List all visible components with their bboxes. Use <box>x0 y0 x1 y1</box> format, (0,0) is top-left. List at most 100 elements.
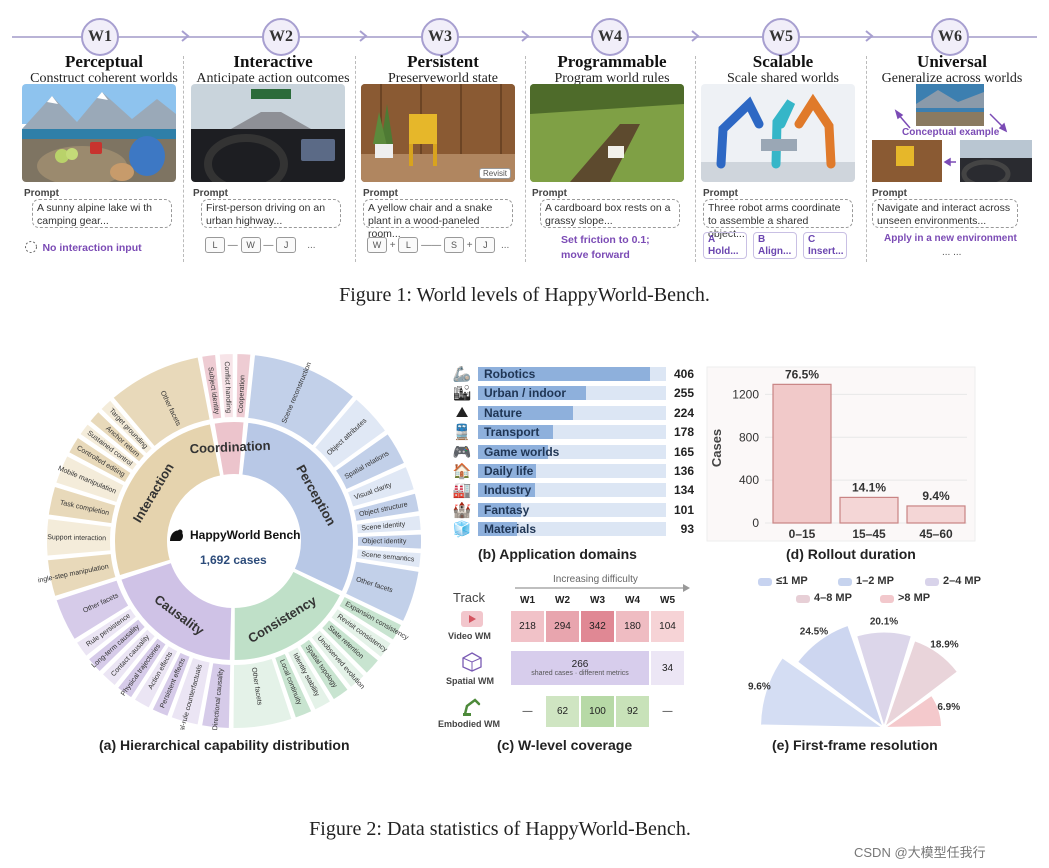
legend-label: 4–8 MP <box>814 592 852 604</box>
domain-icon: 🏰 <box>452 501 472 519</box>
key-l: L <box>205 237 225 253</box>
y-tick-label: 0 <box>752 516 759 530</box>
domain-bar-track: Fantasy <box>478 502 666 517</box>
panel-a-label: (a) Hierarchical capability distribution <box>99 737 350 753</box>
level-subtitle: Preserveworld state <box>387 71 499 86</box>
column-header: W3 <box>590 594 605 606</box>
facet-arc <box>319 617 381 676</box>
key-j: J <box>475 237 496 253</box>
facet-arc <box>45 516 114 558</box>
embodied-cell: — <box>522 706 533 717</box>
panel-b-label: (b) Application domains <box>478 546 637 562</box>
option-text: Align... <box>758 246 792 257</box>
facet-arc <box>272 651 314 721</box>
prompt-label: Prompt <box>24 188 59 199</box>
option-c: C Insert... <box>803 232 847 259</box>
domain-icon: 🎮 <box>452 443 472 461</box>
option-text: Hold... <box>708 246 739 257</box>
wedge-label: 18.9% <box>930 640 958 651</box>
facet-arc <box>115 635 169 700</box>
prompt-box: A yellow chair and a snake plant in a wo… <box>363 199 513 240</box>
video-cell: 218 <box>511 611 544 642</box>
key-w: W <box>367 237 387 253</box>
facet-arc <box>66 435 134 485</box>
cube-icon <box>461 652 483 672</box>
facet-label: Cooperation <box>238 375 247 414</box>
facet-arc <box>354 513 423 536</box>
facet-arc <box>312 396 388 471</box>
ellipsis: ... <box>307 240 316 251</box>
facet-arc <box>336 594 404 643</box>
divider <box>525 56 526 262</box>
facet-arc <box>345 464 417 509</box>
bar-percent-label: 76.5% <box>785 367 819 381</box>
facet-arc <box>285 644 333 713</box>
domain-bar-track: Transport <box>478 425 666 440</box>
bar-percent-label: 9.4% <box>922 489 950 503</box>
conceptual-example-label: Conceptual example <box>902 127 1000 138</box>
level-subtitle: Construct coherent worlds <box>30 71 178 86</box>
category-label: Coordination <box>189 438 270 456</box>
domain-name: Robotics <box>484 367 536 381</box>
level-title: Programmable <box>557 52 667 71</box>
facet-arc <box>87 409 147 465</box>
category-arc-perception <box>240 420 355 594</box>
embodied-cell: — <box>662 706 673 717</box>
wedge-label: 20.1% <box>870 617 898 628</box>
facet-arc <box>46 484 118 526</box>
track-header: Track <box>453 590 486 605</box>
key-j: J <box>276 237 297 253</box>
y-tick-label: 1200 <box>732 387 759 401</box>
domain-value: 178 <box>673 425 694 440</box>
key-w: W <box>240 237 261 253</box>
robot-arm-icon <box>461 696 483 716</box>
grassy-slope-photo <box>530 84 684 182</box>
level-timeline-line <box>12 36 1037 38</box>
category-arc-consistency <box>232 569 343 662</box>
facet-arc <box>100 626 158 688</box>
level-card-w5: Scalable Scale shared worlds Prompt Thre… <box>699 52 867 259</box>
prompt-box: Three robot arms coordinate to assemble … <box>703 199 853 240</box>
instruction-line-2: move forward <box>561 249 630 261</box>
legend-swatch <box>880 595 894 603</box>
badge-w6: W6 <box>931 18 969 56</box>
divider <box>866 56 867 262</box>
track-name: Spatial WM <box>446 676 495 686</box>
ellipsis: ... ... <box>942 247 962 258</box>
level-card-w4: Programmable Program world rules Prompt … <box>528 52 696 261</box>
driving-photo <box>191 84 345 182</box>
key-sequence: W + L —— S + J ... <box>367 237 509 253</box>
badge-w1: W1 <box>81 18 119 56</box>
legend-label: >8 MP <box>898 592 931 604</box>
embodied-cell: 100 <box>581 696 614 727</box>
level-subtitle: Program world rules <box>554 71 670 86</box>
resolution-wedge <box>795 623 887 731</box>
domain-name: Industry <box>484 483 532 498</box>
panel-c-label: (c) W-level coverage <box>497 737 633 753</box>
prompt-box: First-person driving on an urban highway… <box>201 199 341 228</box>
robot-arms-photo <box>701 84 855 182</box>
option-key: A <box>708 234 716 245</box>
spatial-w5-cell: 34 <box>651 651 684 685</box>
prompt-box: A cardboard box rests on a grassy slope.… <box>540 199 680 228</box>
category-arc-causality <box>118 560 234 662</box>
facet-arc <box>343 559 421 624</box>
domain-bar-track: Robotics <box>478 367 666 381</box>
resolution-wedge <box>881 638 960 731</box>
embodied-cell: 62 <box>546 696 579 727</box>
dashed-circle-icon <box>25 240 37 253</box>
level-card-w3: Persistent Preserveworld state Revisit P… <box>359 52 527 253</box>
difficulty-label: Increasing difficulty <box>553 574 638 585</box>
facet-arc <box>77 421 140 473</box>
video-cell: 180 <box>616 611 649 642</box>
legend-label: 1–2 MP <box>856 575 894 587</box>
facet-arc <box>351 491 421 524</box>
level-title: Perceptual <box>64 52 144 71</box>
domain-value: 93 <box>680 522 694 537</box>
level-subtitle: Anticipate action outcomes <box>196 71 350 86</box>
prompt-box: Navigate and interact across unseen envi… <box>872 199 1018 228</box>
resolution-wedge <box>880 693 944 730</box>
facet-arc <box>86 616 148 674</box>
domain-name: Daily life <box>484 464 534 478</box>
